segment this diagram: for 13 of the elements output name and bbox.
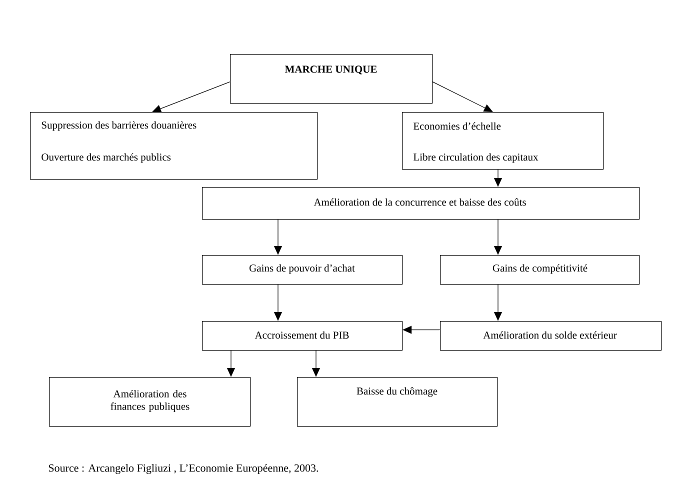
arrow xyxy=(152,82,230,113)
process-box: Economies d’échelle Libre circulation des capitaux xyxy=(402,112,604,170)
process-box: Gains de pouvoir d’achat xyxy=(202,255,403,285)
process-box: Gains de compétitivité xyxy=(440,255,640,285)
process-box: Amélioration des finances publiques xyxy=(49,377,251,427)
process-box: MARCHE UNIQUE xyxy=(230,54,433,104)
process-box: Suppression des barrières douanières Ouverture des marchés publics xyxy=(30,112,318,180)
process-box: Baisse du chômage xyxy=(297,377,498,427)
arrow xyxy=(432,82,493,112)
process-box: Amélioration du solde extérieur xyxy=(440,321,662,351)
process-box: Accroissement du PIB xyxy=(202,321,403,351)
process-box: Amélioration de la concurrence et baisse des coûts xyxy=(202,187,640,220)
source-note: Source : Arcangelo Figliuzi , L’Economie Européenne, 2003. xyxy=(48,464,318,474)
